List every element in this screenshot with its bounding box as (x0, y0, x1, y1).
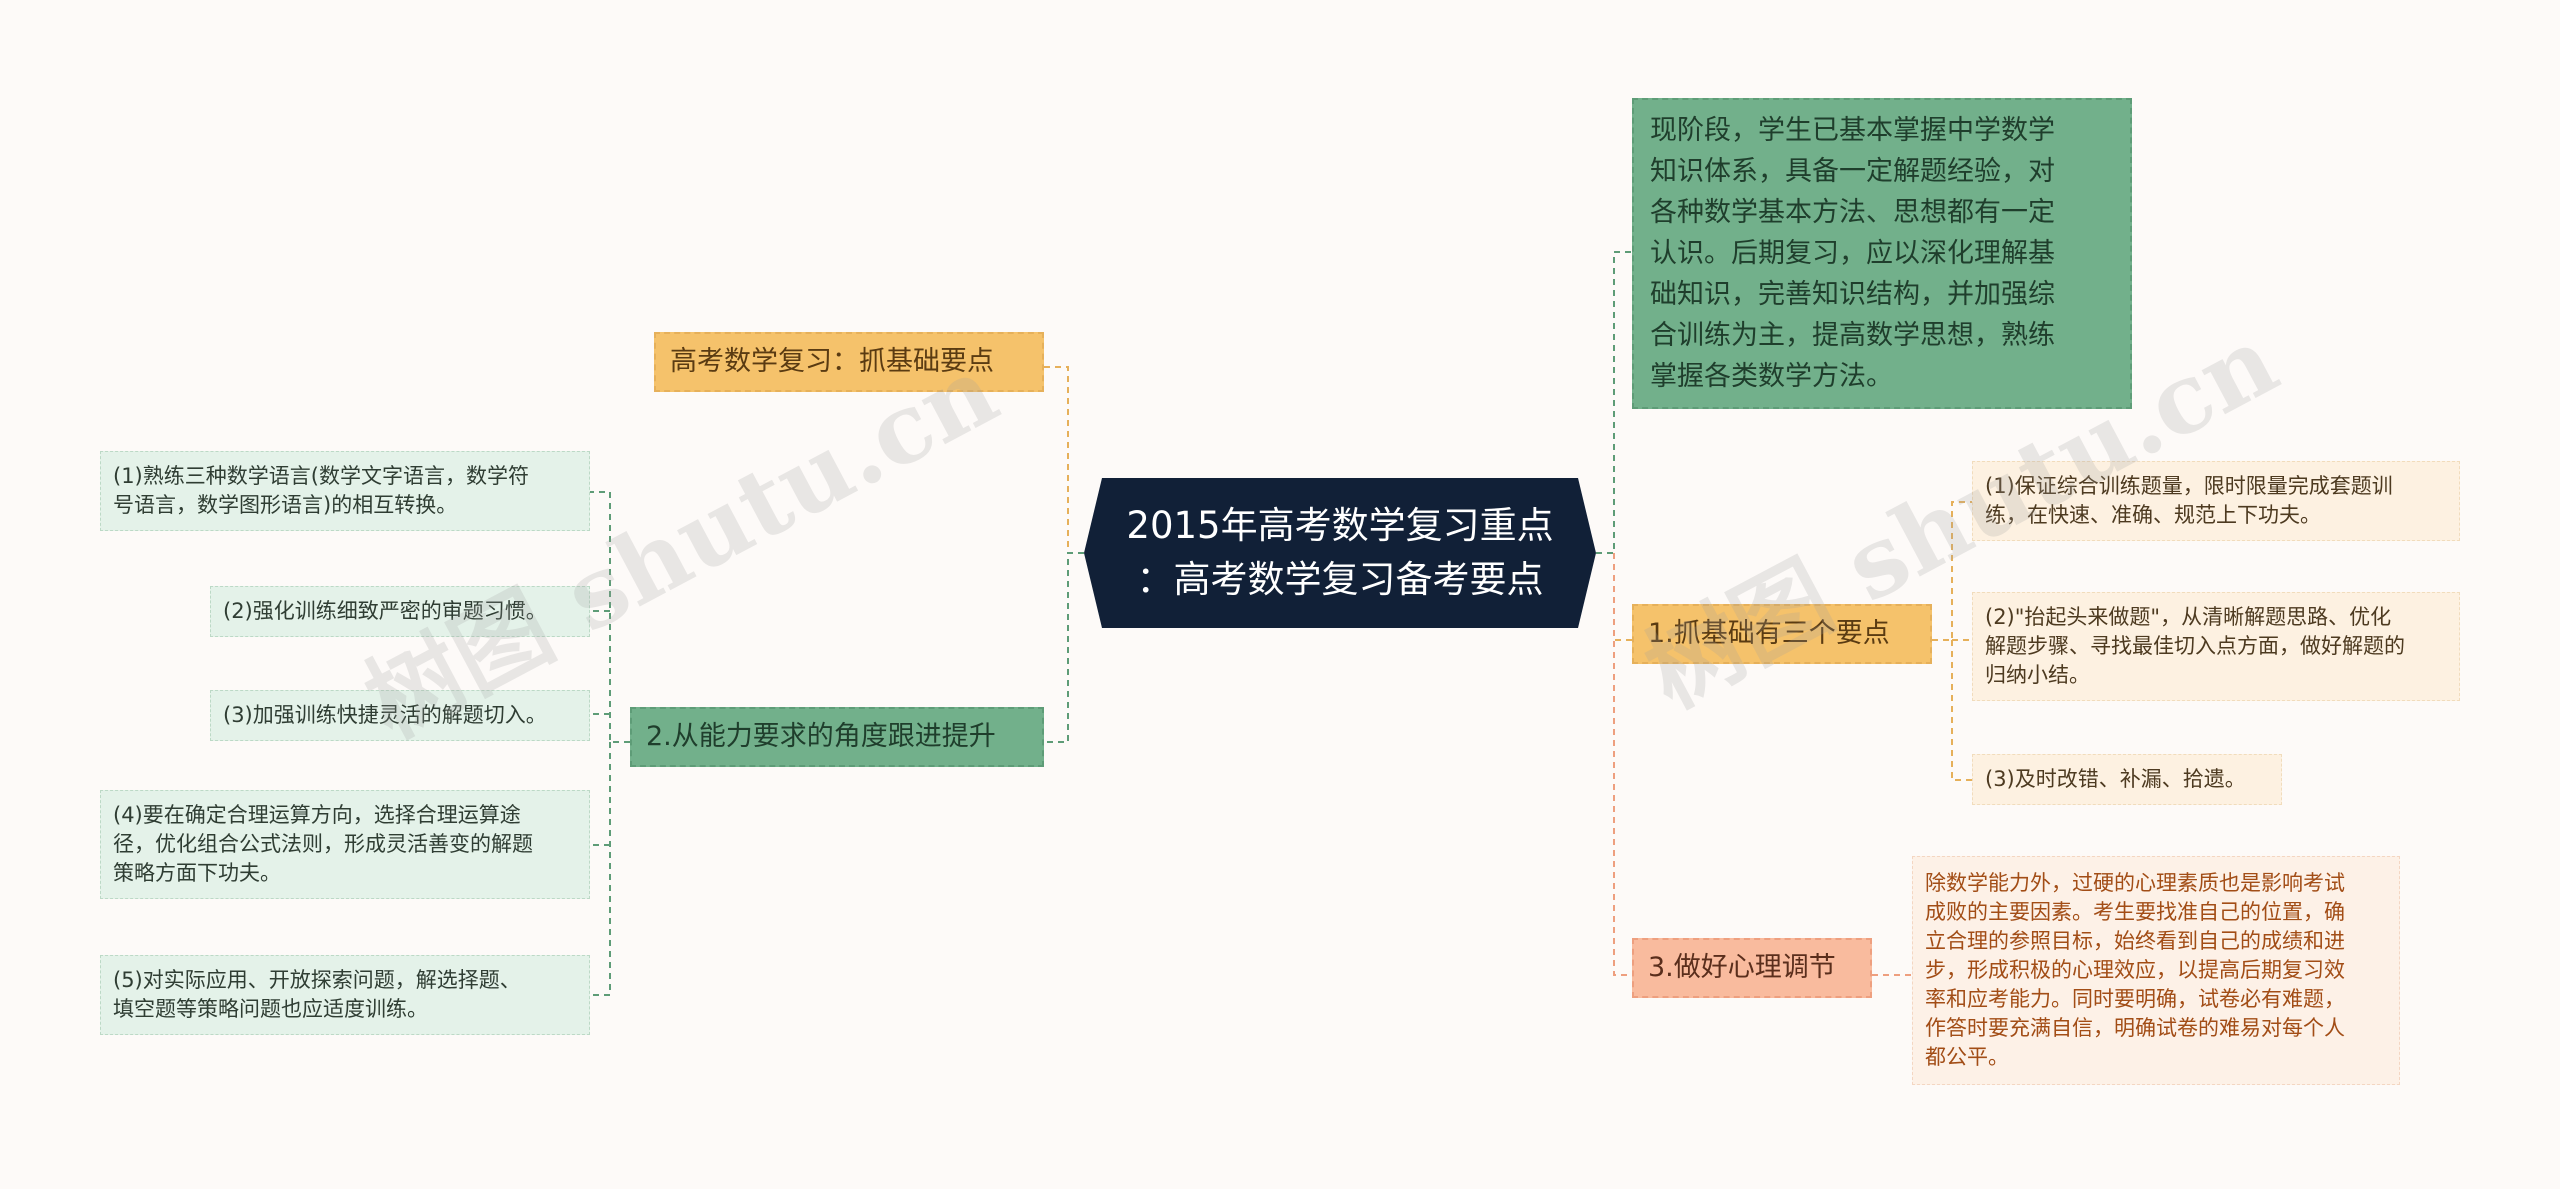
branch-three-points[interactable]: 1.抓基础有三个要点 (1632, 604, 1932, 664)
psychology-note-text: 除数学能力外，过硬的心理素质也是影响考试 成败的主要因素。考生要找准自己的位置，… (1925, 871, 2345, 1069)
branch-ability-improvement[interactable]: 2.从能力要求的角度跟进提升 (630, 707, 1044, 767)
three-points-item-3-text: (3)及时改错、补漏、拾遗。 (1985, 767, 2246, 791)
three-points-item-1-text: (1)保证综合训练题量，限时限量完成套题训 练，在快速、准确、规范上下功夫。 (1985, 474, 2393, 527)
ability-item-2[interactable]: (2)强化训练细致严密的审题习惯。 (210, 586, 590, 637)
three-points-item-2-text: (2)"抬起头来做题"，从清晰解题思路、优化 解题步骤、寻找最佳切入点方面，做好… (1985, 605, 2405, 687)
ability-item-4-text: (4)要在确定合理运算方向，选择合理运算途 径，优化组合公式法则，形成灵活善变的… (113, 803, 533, 885)
three-points-item-1[interactable]: (1)保证综合训练题量，限时限量完成套题训 练，在快速、准确、规范上下功夫。 (1972, 461, 2460, 541)
branch-basics-review-label: 高考数学复习：抓基础要点 (670, 346, 994, 377)
ability-item-3[interactable]: (3)加强训练快捷灵活的解题切入。 (210, 690, 590, 741)
branch-psychology-label: 3.做好心理调节 (1648, 952, 1836, 983)
ability-item-5[interactable]: (5)对实际应用、开放探索问题，解选择题、 填空题等策略问题也应适度训练。 (100, 955, 590, 1035)
ability-item-2-text: (2)强化训练细致严密的审题习惯。 (223, 599, 547, 623)
central-topic-title: 2015年高考数学复习重点 ：高考数学复习备考要点 (1126, 504, 1554, 601)
ability-item-5-text: (5)对实际应用、开放探索问题，解选择题、 填空题等策略问题也应适度训练。 (113, 968, 521, 1021)
intro-note[interactable]: 现阶段，学生已基本掌握中学数学 知识体系，具备一定解题经验，对 各种数学基本方法… (1632, 98, 2132, 409)
three-points-item-3[interactable]: (3)及时改错、补漏、拾遗。 (1972, 754, 2282, 805)
central-topic[interactable]: 2015年高考数学复习重点 ：高考数学复习备考要点 (1084, 478, 1596, 628)
branch-basics-review[interactable]: 高考数学复习：抓基础要点 (654, 332, 1044, 392)
branch-psychology[interactable]: 3.做好心理调节 (1632, 938, 1872, 998)
intro-note-text: 现阶段，学生已基本掌握中学数学 知识体系，具备一定解题经验，对 各种数学基本方法… (1650, 115, 2055, 392)
ability-item-1-text: (1)熟练三种数学语言(数学文字语言，数学符 号语言，数学图形语言)的相互转换。 (113, 464, 529, 517)
ability-item-4[interactable]: (4)要在确定合理运算方向，选择合理运算途 径，优化组合公式法则，形成灵活善变的… (100, 790, 590, 899)
psychology-note[interactable]: 除数学能力外，过硬的心理素质也是影响考试 成败的主要因素。考生要找准自己的位置，… (1912, 856, 2400, 1085)
ability-item-3-text: (3)加强训练快捷灵活的解题切入。 (223, 703, 547, 727)
branch-ability-improvement-label: 2.从能力要求的角度跟进提升 (646, 721, 996, 752)
ability-item-1[interactable]: (1)熟练三种数学语言(数学文字语言，数学符 号语言，数学图形语言)的相互转换。 (100, 451, 590, 531)
three-points-item-2[interactable]: (2)"抬起头来做题"，从清晰解题思路、优化 解题步骤、寻找最佳切入点方面，做好… (1972, 592, 2460, 701)
branch-three-points-label: 1.抓基础有三个要点 (1648, 618, 1890, 649)
